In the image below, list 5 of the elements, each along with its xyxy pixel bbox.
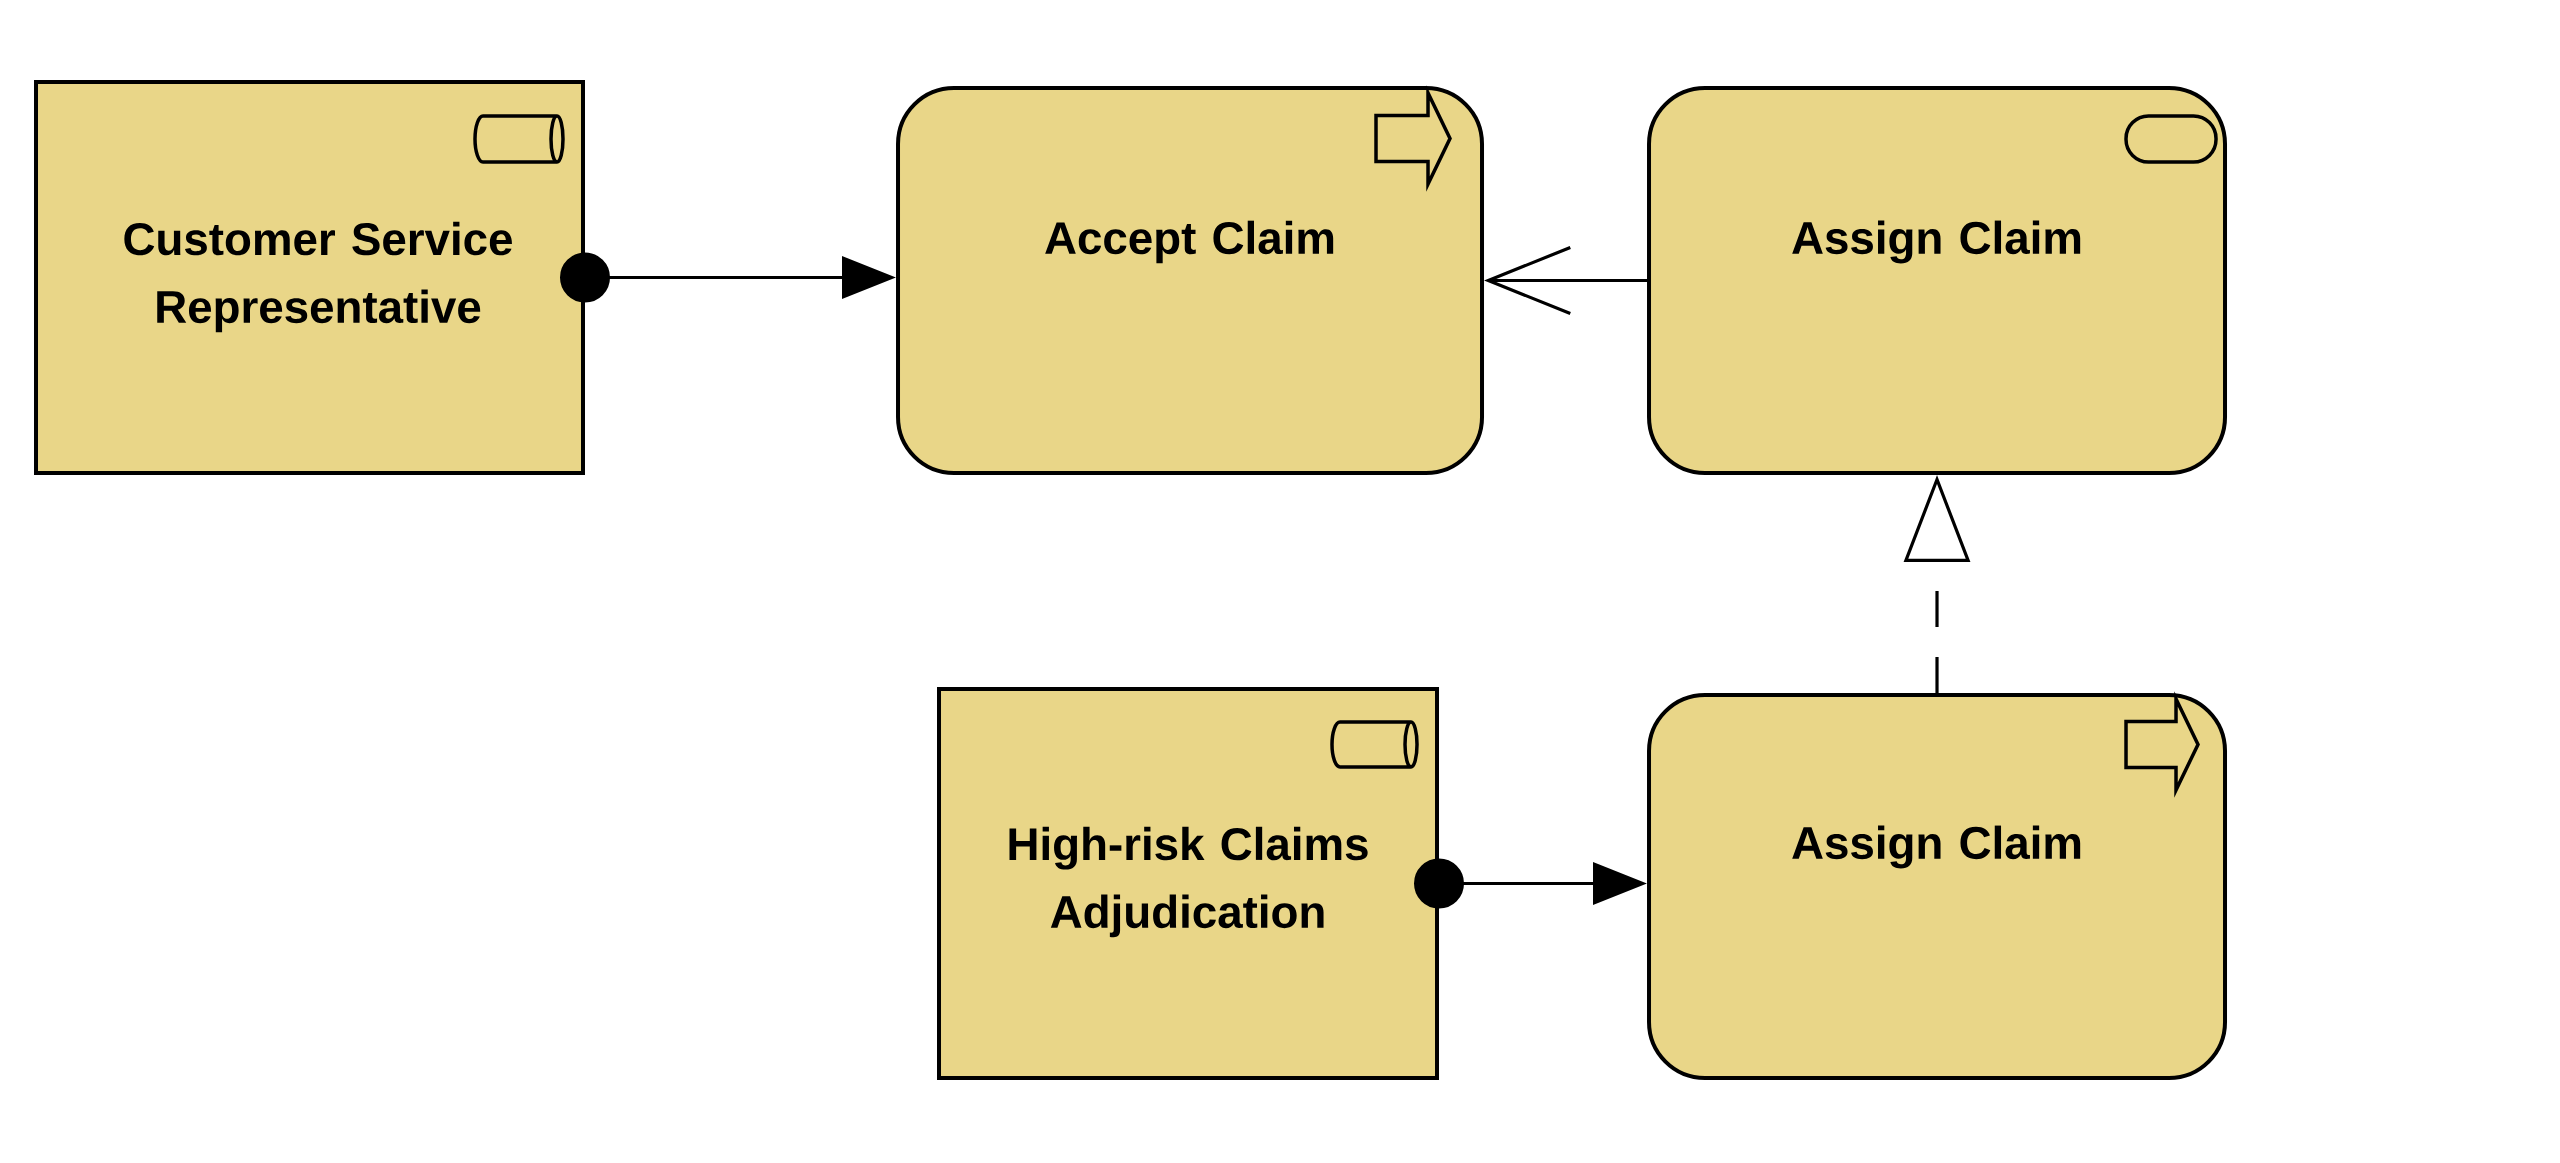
- service-box: Assign Claim: [1647, 86, 2227, 475]
- process-box: Assign Claim: [1647, 693, 2227, 1080]
- role-box: Customer Service Representative: [34, 80, 585, 475]
- role-box: High-risk Claims Adjudication: [937, 687, 1439, 1080]
- process-box: Accept Claim: [896, 86, 1484, 475]
